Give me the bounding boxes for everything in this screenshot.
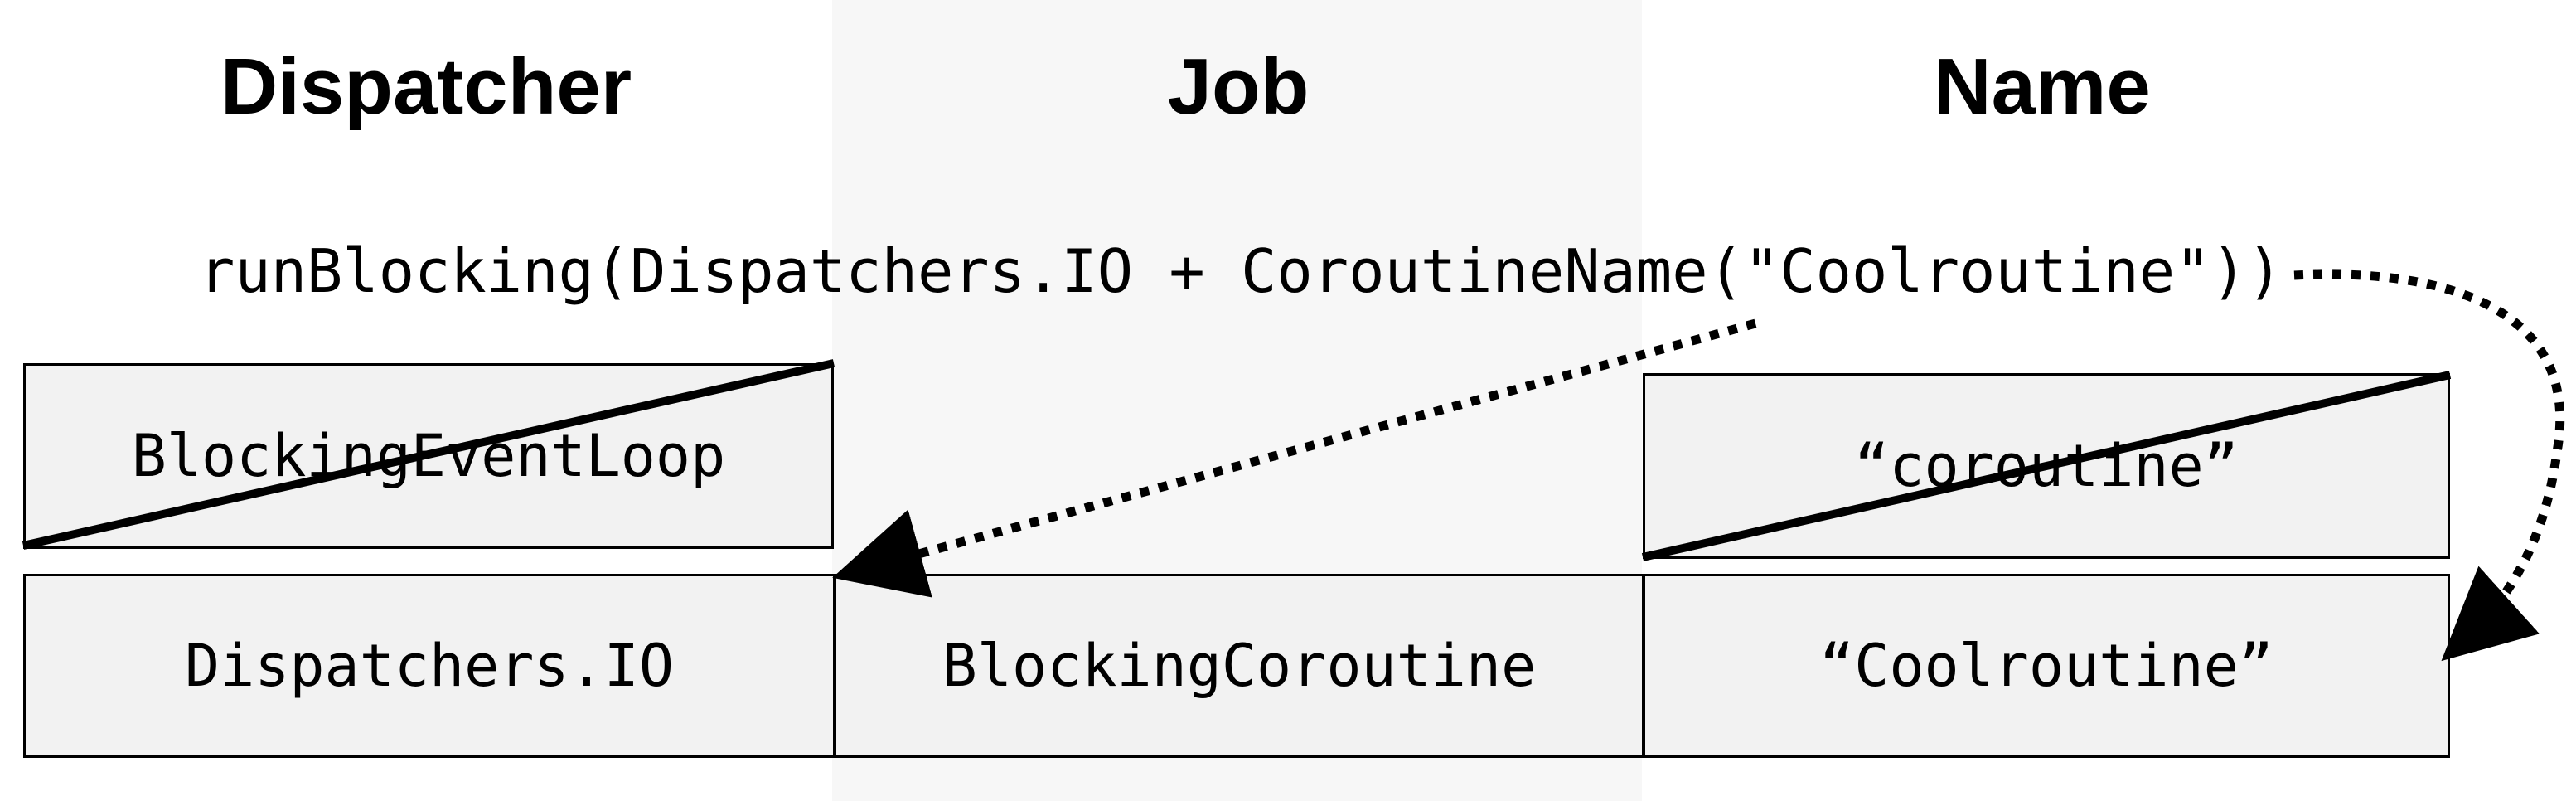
name-column-header: Name	[1934, 42, 2151, 131]
result-job-label: BlockingCoroutine	[942, 632, 1537, 700]
result-dispatcher-label: Dispatchers.IO	[184, 632, 674, 700]
result-name-label: “Coolroutine”	[1819, 632, 2273, 700]
job-column-header: Job	[1167, 42, 1310, 131]
replaced-dispatcher-label: BlockingEventLoop	[131, 422, 726, 490]
result-dispatcher-cell: Dispatchers.IO	[23, 574, 835, 758]
dispatcher-column-header: Dispatcher	[220, 42, 632, 131]
result-job-cell: BlockingCoroutine	[834, 574, 1644, 758]
replaced-dispatcher-cell: BlockingEventLoop	[23, 363, 834, 549]
result-name-cell: “Coolroutine”	[1643, 574, 2450, 758]
replaced-name-cell: “coroutine”	[1643, 373, 2450, 559]
replaced-name-label: “coroutine”	[1854, 432, 2239, 500]
code-expression: runBlocking(Dispatchers.IO + CoroutineNa…	[199, 236, 2283, 306]
